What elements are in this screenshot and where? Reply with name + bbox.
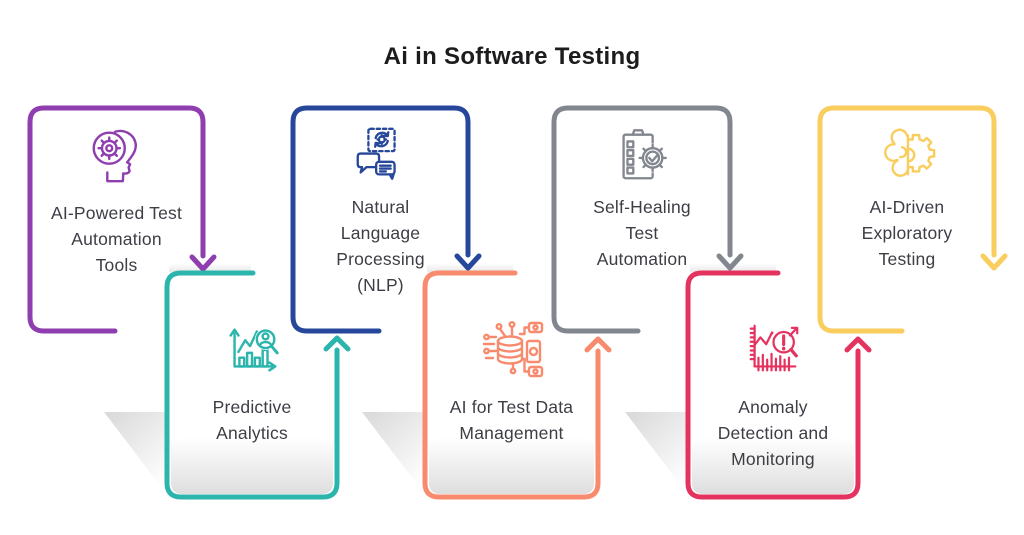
card-outline-arrow-4 [422, 270, 612, 500]
database-circuit-icon [425, 318, 598, 382]
brain-gear-icon [820, 124, 994, 186]
checklist-gear-icon [554, 124, 730, 186]
chat-processing-icon [293, 124, 468, 186]
shadow-wedge [625, 412, 686, 492]
shadow-inner [429, 437, 594, 494]
shadow-wedge [104, 412, 165, 492]
chart-magnifier-icon [167, 318, 337, 380]
card-anomaly-detection-and-monitoring: Anomaly Detection and Monitoring [688, 273, 858, 497]
card-ai-powered-test-automation-tools: AI-Powered Test Automation Tools [30, 108, 203, 331]
card-outline-arrow-2 [164, 270, 351, 500]
card-ai-for-test-data-management: AI for Test Data Management [425, 273, 598, 497]
page-title: Ai in Software Testing [383, 43, 641, 70]
card-label: Predictive Analytics [212, 397, 292, 443]
card-label: AI-Driven Exploratory Testing [861, 197, 953, 269]
card-label: AI for Test Data Management [449, 397, 574, 443]
shadow-inner [692, 437, 854, 494]
card-outline-arrow-7 [817, 105, 1008, 334]
card-label: AI-Powered Test Automation Tools [50, 203, 183, 275]
anomaly-magnifier-icon [688, 318, 858, 380]
shadow-wedge [362, 412, 423, 492]
card-ai-driven-exploratory-testing: AI-Driven Exploratory Testing [820, 108, 994, 331]
shadow-group [104, 263, 854, 494]
shadow-sliver [169, 263, 251, 272]
card-self-healing-test-automation: Self-Healing Test Automation [554, 108, 730, 331]
card-label: Natural Language Processing (NLP) [336, 197, 425, 295]
shadow-inner [171, 437, 333, 494]
card-label: Anomaly Detection and Monitoring [717, 397, 829, 469]
card-outline-arrow-5 [551, 105, 744, 334]
head-gear-icon [30, 124, 203, 186]
card-outline-arrow-3 [290, 105, 482, 334]
card-predictive-analytics: Predictive Analytics [167, 273, 337, 497]
card-outline-arrow-6 [685, 270, 872, 500]
card-natural-language-processing: Natural Language Processing (NLP) [293, 108, 468, 331]
card-outline-arrow-1 [27, 105, 217, 334]
card-label: Self-Healing Test Automation [593, 197, 691, 269]
